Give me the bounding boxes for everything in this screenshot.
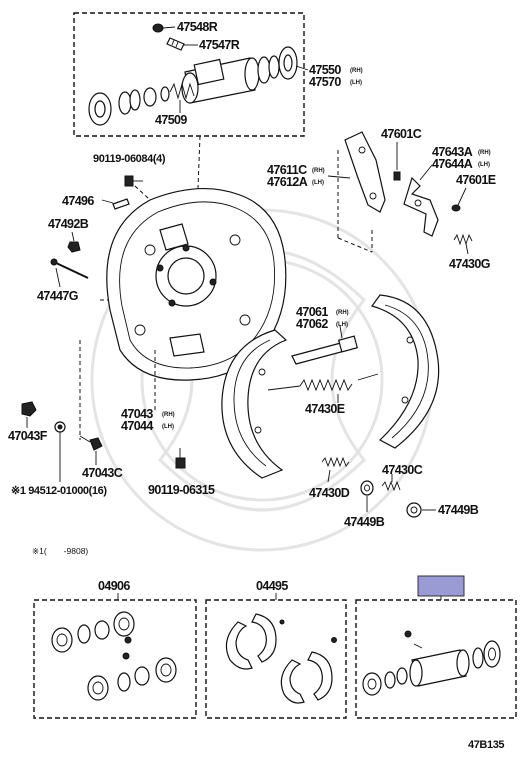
label-47548R: 47548R [177, 20, 218, 34]
label-47043C: 47043C [82, 466, 123, 480]
wheel-cylinder-group: 47548R 47547R 47550 (RH) 47570 (LH) 4750… [73, 12, 363, 137]
label-90119-06084: 90119-06084(4) [93, 153, 166, 165]
nut-47043F[interactable] [21, 401, 37, 417]
label-47043-suffix: (RH) [162, 412, 175, 418]
label-47570: 47570 [309, 75, 341, 89]
label-47547R: 47547R [199, 38, 240, 52]
label-47430C: 47430C [382, 463, 423, 477]
label-47430D: 47430D [309, 486, 350, 500]
bolt-90119-06084[interactable] [124, 175, 143, 187]
label-47447G: 47447G [37, 289, 78, 303]
left-piston-set[interactable] [88, 86, 170, 126]
brake-shoe-left[interactable] [221, 329, 288, 479]
wheel-cylinder-body[interactable] [181, 57, 260, 104]
label-47644A-suffix: (LH) [478, 162, 490, 168]
backing-plate[interactable] [106, 188, 287, 381]
assembly-cylinder[interactable] [362, 630, 501, 696]
label-47509: 47509 [155, 113, 187, 127]
label-47044: 47044 [121, 419, 153, 433]
label-47430G: 47430G [449, 257, 490, 271]
label-47062: 47062 [296, 317, 328, 331]
label-47611C: 47611C [267, 163, 307, 177]
brake-shoe-right[interactable] [371, 294, 440, 449]
label-47496: 47496 [62, 194, 94, 208]
label-kit-04906: 04906 [98, 579, 130, 593]
kit-04495-box [205, 599, 347, 719]
spring-47430C[interactable] [381, 480, 401, 492]
label-90119-06315: 90119-06315 [148, 483, 215, 497]
label-47044-suffix: (LH) [162, 424, 174, 430]
spring-47430G[interactable] [453, 233, 473, 246]
wheel-cylinder-assembly-kit [355, 575, 517, 719]
label-47611C-suffix: (RH) [312, 168, 325, 174]
label-47062-suffix: (LH) [336, 322, 348, 328]
label-47601C: 47601C [381, 127, 422, 141]
label-47430E: 47430E [305, 402, 345, 416]
label-47644A: 47644A [432, 157, 473, 171]
spring-47430E[interactable] [267, 373, 379, 392]
kit-04495-shoes[interactable] [225, 613, 337, 704]
cylinder-spring-47509[interactable] [169, 82, 195, 100]
label-47570-suffix: (LH) [350, 80, 362, 86]
washer-94512[interactable] [54, 421, 66, 433]
kit-04906: 04906 [33, 579, 197, 719]
plug-47492B[interactable] [67, 241, 81, 253]
label-kit-04495: 04495 [256, 579, 288, 593]
kit-04495: 04495 [205, 579, 347, 719]
footnote: ※1( -9808) [32, 546, 88, 556]
bleeder-cap-47548R[interactable] [152, 23, 164, 33]
label-47061: 47061 [296, 305, 328, 319]
clip-47601E[interactable] [451, 204, 461, 212]
parking-lever-group: 47601C 47611C (RH) 47612A (LH) 47643A (R… [267, 127, 496, 271]
right-boot[interactable] [257, 46, 298, 84]
cup-47449B-right[interactable] [406, 502, 422, 518]
spring-47430D[interactable] [321, 456, 350, 468]
highlight-callout[interactable] [417, 575, 465, 597]
label-47550: 47550 [309, 63, 341, 77]
diagram-reference: 47B135 [468, 739, 504, 751]
cup-47449B-left[interactable] [360, 480, 374, 496]
label-47492B: 47492B [48, 217, 89, 231]
label-47061-suffix: (RH) [336, 310, 349, 316]
label-47601E: 47601E [456, 173, 496, 187]
assembly-box [355, 599, 517, 719]
label-47043F: 47043F [8, 429, 48, 443]
label-47449B-a: 47449B [344, 515, 385, 529]
adjuster-lever-47643A[interactable] [403, 176, 439, 237]
kit-04906-parts[interactable] [51, 611, 177, 701]
wheel-cylinder-box [73, 12, 305, 137]
lever-47611C[interactable] [344, 131, 386, 213]
label-47550-suffix: (RH) [350, 68, 363, 74]
pin-47447G[interactable] [50, 258, 89, 279]
label-47043: 47043 [121, 407, 153, 421]
label-47612A-suffix: (LH) [312, 180, 324, 186]
strut-47061[interactable] [291, 335, 359, 365]
clip-47601C[interactable] [393, 171, 401, 181]
label-47449B-b: 47449B [438, 503, 479, 517]
bolt-90119-06315[interactable] [175, 448, 186, 469]
label-94512: ※1 94512-01000(16) [11, 485, 107, 497]
clip-47496[interactable] [112, 198, 130, 210]
label-47643A-suffix: (RH) [478, 150, 491, 156]
kit-04906-box [33, 599, 197, 719]
label-47612A: 47612A [267, 175, 308, 189]
bleeder-screw-47547R[interactable] [166, 37, 185, 51]
label-47643A: 47643A [432, 145, 473, 159]
bolt-47043C[interactable] [79, 435, 103, 451]
